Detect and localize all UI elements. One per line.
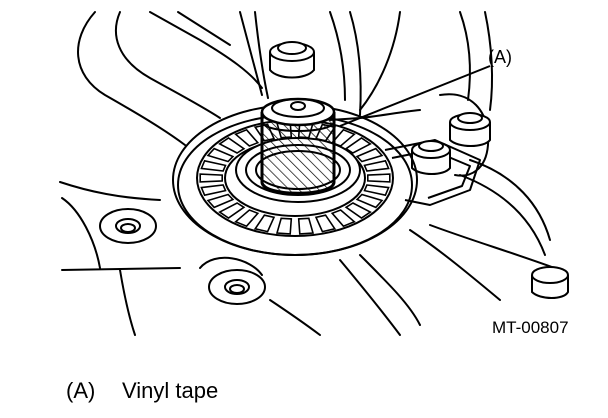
gear-tooth: [297, 217, 315, 235]
legend-key: (A): [66, 378, 96, 403]
gear-tooth: [355, 147, 384, 163]
legend-text: Vinyl tape: [122, 378, 219, 403]
bolt-right-middle: [411, 140, 451, 175]
gear-tooth: [363, 184, 390, 197]
vinyl-tape-shaft: [260, 97, 336, 195]
gear-tooth: [200, 159, 227, 172]
gear-tooth: [234, 209, 260, 228]
figure-code: MT-00807: [492, 318, 569, 337]
gear-tooth: [234, 128, 260, 147]
bolt-top: [269, 41, 315, 79]
gear-tooth: [206, 193, 235, 209]
gear-tooth: [253, 214, 276, 233]
gear-tooth: [218, 202, 246, 219]
gear-tooth: [344, 202, 372, 219]
legend: (A) Vinyl tape: [66, 378, 218, 404]
gear-tooth: [330, 209, 356, 228]
gear-tooth: [200, 184, 227, 197]
gear-tooth: [355, 193, 384, 209]
bolt-hole-bottom: [208, 269, 266, 305]
bolt-far-right: [531, 266, 569, 299]
gear-tooth: [218, 137, 246, 154]
callout-label-a: (A): [488, 47, 512, 67]
gear-tooth: [275, 217, 293, 235]
gear-tooth: [344, 137, 372, 154]
callout-leader-line: [339, 65, 491, 127]
gear-tooth: [314, 214, 337, 233]
gear-tooth: [199, 173, 223, 183]
bolt-hole-left: [99, 208, 157, 244]
gear-tooth: [363, 159, 390, 172]
housing-outline: [59, 11, 561, 336]
gear-tooth: [366, 173, 391, 183]
bolt-right-upper: [449, 112, 491, 147]
gear-tooth: [206, 147, 235, 163]
